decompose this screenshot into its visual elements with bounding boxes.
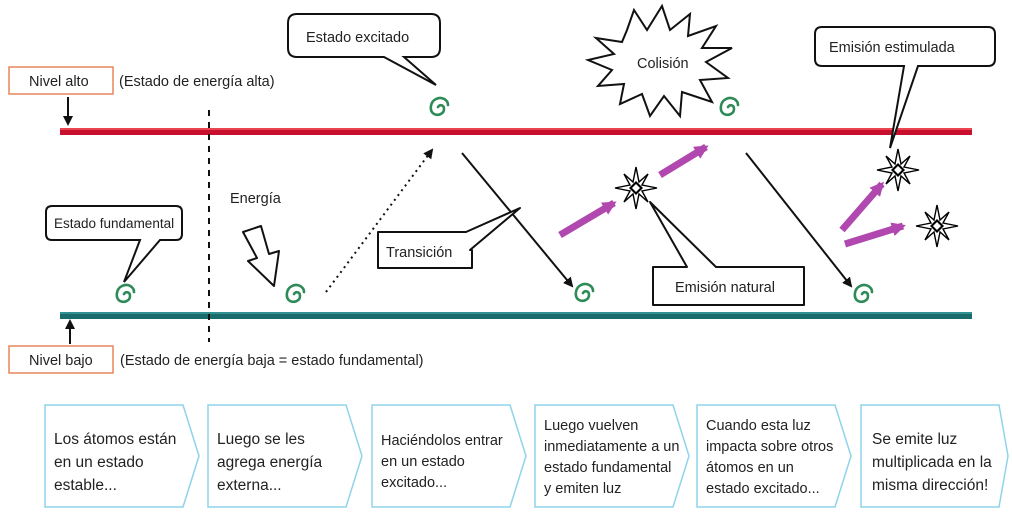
step-chevrons <box>44 404 1009 508</box>
energy-label: Energía <box>230 191 282 207</box>
photon-stimulated-2-icon <box>915 204 959 248</box>
step-5-chevron <box>696 404 852 508</box>
atom-ground-4-icon <box>853 283 874 304</box>
atom-excited-1-icon <box>429 96 450 117</box>
step-2-chevron <box>207 404 363 508</box>
high-level-description: (Estado de energía alta) <box>119 74 275 90</box>
transition-callout: Transición <box>377 207 521 269</box>
natural-emission-callout: Emisión natural <box>649 201 805 306</box>
step-4-chevron <box>534 404 690 508</box>
atom-ground-3-icon <box>574 282 595 303</box>
stimulated-emission-callout-text: Emisión estimulada <box>829 40 956 56</box>
energy-input-arrow <box>242 225 280 287</box>
low-level-line <box>60 312 972 319</box>
ground-state-callout: Estado fundamental <box>45 205 183 283</box>
excited-state-callout: Estado excitado <box>287 13 441 86</box>
low-level-label-text: Nivel bajo <box>29 353 93 369</box>
high-level-label-text: Nivel alto <box>29 74 89 90</box>
step-4-text: Luego vuelven inmediatamente a un estado… <box>544 418 680 497</box>
ground-state-callout-text: Estado fundamental <box>54 216 174 231</box>
step-1-text: Los átomos están en un estado estable... <box>54 431 177 494</box>
natural-emission-callout-text: Emisión natural <box>675 280 775 296</box>
step-6-chevron <box>860 404 1009 508</box>
collision-burst-text: Colisión <box>637 56 689 72</box>
step-1-chevron <box>44 404 200 508</box>
step-2-text: Luego se les agrega energía externa... <box>217 431 323 494</box>
step-3-text: Haciéndolos entrar en un estado excitado… <box>381 433 503 491</box>
photon-arrow-2 <box>658 144 709 178</box>
excited-state-callout-text: Estado excitado <box>306 30 409 46</box>
photon-stimulated-1-icon <box>876 148 920 192</box>
high-level-line <box>60 128 972 135</box>
low-level-description: (Estado de energía baja = estado fundame… <box>120 353 424 369</box>
excitation-dotted-arrow <box>325 148 434 293</box>
low-level-label: Nivel bajo <box>8 345 114 374</box>
stimulated-emission-callout: Emisión estimulada <box>814 26 996 149</box>
photon-arrow-4 <box>843 222 906 248</box>
atom-ground-2-icon <box>285 283 306 304</box>
transition-arrow-1 <box>461 152 574 288</box>
photon-arrow-3 <box>839 181 885 233</box>
collision-burst: Colisión <box>584 3 733 119</box>
atom-excited-2-icon <box>719 96 740 117</box>
step-6-text: Se emite luz multiplicada en la misma di… <box>872 431 992 494</box>
atom-ground-1-icon <box>115 283 136 304</box>
transition-callout-text: Transición <box>386 245 452 261</box>
photon-arrow-1 <box>558 199 617 239</box>
high-level-label: Nivel alto <box>8 66 114 95</box>
transition-arrow-2 <box>745 152 853 288</box>
step-5-text: Cuando esta luz impacta sobre otros átom… <box>706 418 834 497</box>
step-3-chevron <box>371 404 527 508</box>
